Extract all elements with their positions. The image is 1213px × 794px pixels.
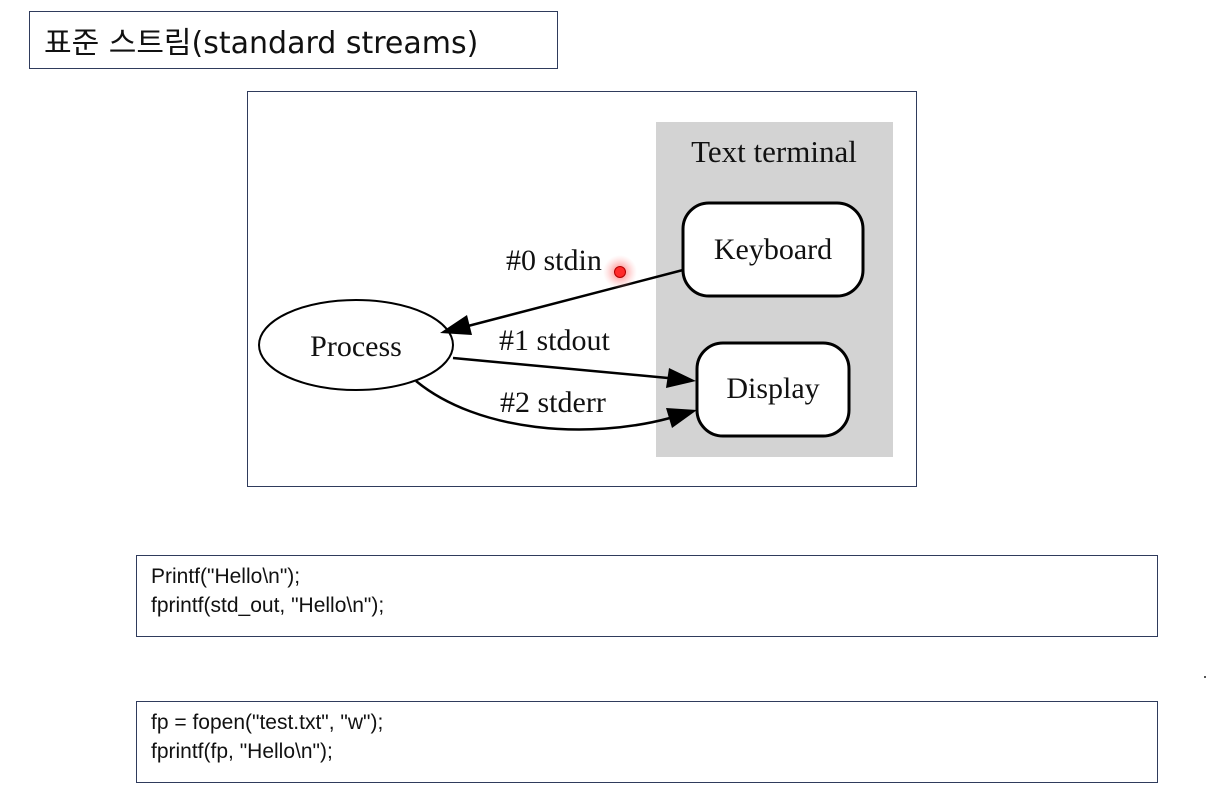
stderr-label: #2 stderr: [500, 386, 606, 419]
laser-pointer: [614, 266, 626, 278]
code-line: Printf("Hello\n");: [151, 565, 301, 588]
code-block-file: fp = fopen("test.txt", "w"); fprintf(fp,…: [136, 701, 1158, 783]
code-block-stdout: Printf("Hello\n"); fprintf(std_out, "Hel…: [136, 555, 1158, 637]
stdout-arrowhead: [666, 368, 696, 388]
stdin-label: #0 stdin: [506, 244, 602, 277]
diagram-svg: Text terminal Keyboard Display Process #…: [258, 122, 893, 457]
slide-title-text: 표준 스트림(standard streams): [44, 26, 479, 61]
stdout-label: #1 stdout: [499, 324, 611, 357]
stderr-edge: [415, 380, 671, 431]
stdout-edge: [452, 356, 669, 380]
process-label: Process: [310, 330, 402, 363]
process-node: [258, 299, 454, 391]
stdin-arrowhead: [440, 315, 472, 335]
standard-streams-diagram: Text terminal Keyboard Display Process #…: [247, 91, 917, 487]
display-node: [695, 341, 851, 438]
display-label: Display: [726, 372, 819, 405]
code-line: fprintf(std_out, "Hello\n");: [151, 594, 385, 617]
cluster-label: Text terminal: [691, 134, 857, 169]
stray-dot: [1204, 676, 1206, 678]
slide-title: 표준 스트림(standard streams): [29, 11, 558, 69]
stderr-arrowhead: [666, 408, 697, 428]
code-line: fprintf(fp, "Hello\n");: [151, 740, 333, 763]
keyboard-label: Keyboard: [714, 233, 832, 266]
keyboard-node: [681, 201, 865, 298]
code-line: fp = fopen("test.txt", "w");: [151, 711, 384, 734]
stdin-edge: [467, 268, 684, 328]
